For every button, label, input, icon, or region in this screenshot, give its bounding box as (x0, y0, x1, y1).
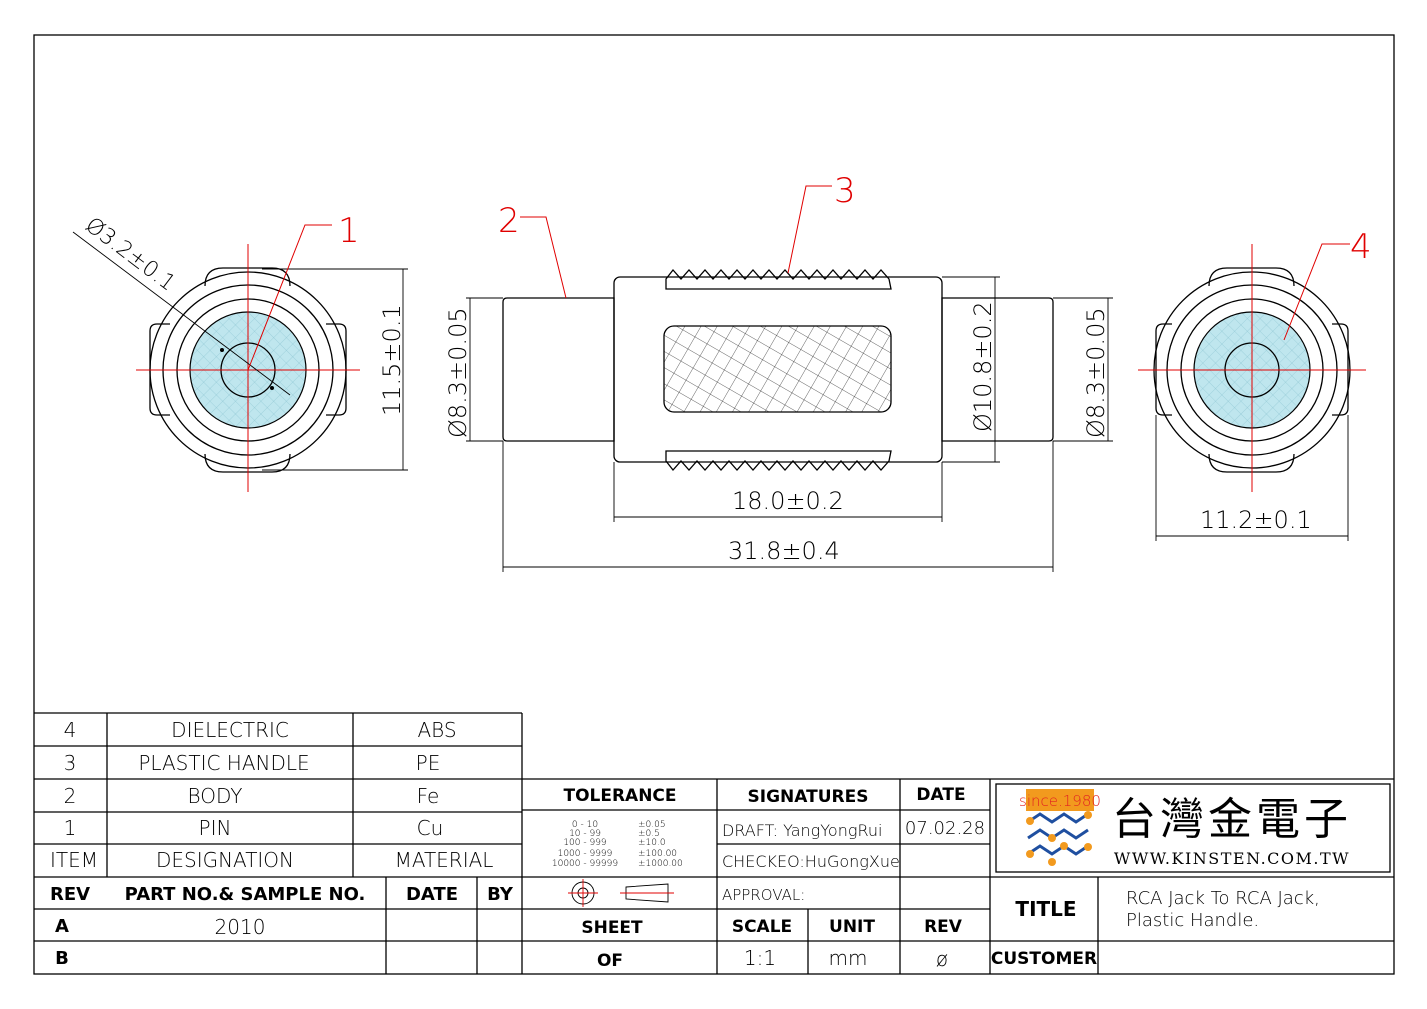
date-header: DATE (406, 884, 458, 905)
dim-pin-diameter: Ø3.2±0.1 (80, 213, 179, 297)
bom-header-item: ITEM (50, 848, 98, 872)
projection-symbol-icon (568, 879, 674, 907)
dim-handle-length: 18.0±0.2 (732, 487, 844, 515)
company-name: 台灣金電子 (1112, 794, 1352, 845)
bom-designation: PIN (199, 816, 232, 840)
dim-body-left-diameter: Ø8.3±0.05 (444, 307, 472, 438)
approval-signature: APPROVAL: (722, 886, 805, 904)
date-label: DATE (916, 785, 965, 805)
title-line-2: Plastic Handle. (1126, 910, 1259, 931)
bom-material: PE (416, 751, 441, 775)
bom-item: 4 (64, 718, 77, 742)
bom-table-lines (34, 712, 1394, 974)
rev-value: ø (936, 947, 948, 971)
bom-item: 1 (64, 816, 77, 840)
dim-body-right-diameter: Ø8.3±0.05 (1082, 307, 1110, 438)
sheet-border (33, 34, 1395, 975)
left-end-view (72, 224, 408, 492)
logo-frame (995, 783, 1391, 873)
bom-designation: DIELECTRIC (171, 718, 289, 742)
unit-value: mm (829, 946, 868, 970)
of-label: OF (597, 951, 623, 971)
by-header: BY (487, 884, 514, 905)
tolerance-range: 10 - 99 (569, 829, 601, 839)
bom-designation: BODY (187, 784, 242, 808)
tolerance-value: ±100.00 (638, 849, 677, 859)
since-badge-text: since.1980 (1019, 792, 1101, 810)
dim-right-width: 11.2±0.1 (1200, 506, 1312, 534)
title-label: TITLE (1015, 897, 1076, 921)
unit-label: UNIT (829, 917, 875, 937)
tolerance-range: 10000 - 99999 (552, 859, 618, 869)
sheet-block: SHEET OF SCALE 1:1 UNIT mm REV ø (581, 917, 962, 971)
bom-rows: 4 DIELECTRIC ABS 3 PLASTIC HANDLE PE 2 B… (50, 718, 493, 872)
company-url: WWW.KINSTEN.COM.TW (1114, 849, 1350, 868)
side-view (466, 185, 1113, 572)
customer-label: CUSTOMER (991, 949, 1097, 969)
rev-header: REV (50, 884, 90, 905)
tolerance-value: ±1000.00 (638, 859, 683, 869)
tolerance-range: 1000 - 9999 (558, 849, 613, 859)
title-block: TITLE RCA Jack To RCA Jack, Plastic Hand… (991, 888, 1320, 969)
bom-header-material: MATERIAL (395, 848, 494, 872)
tolerance-range: 100 - 999 (563, 838, 606, 848)
tolerance-value: ±0.5 (638, 829, 660, 839)
scale-value: 1:1 (744, 946, 776, 970)
tolerance-label: TOLERANCE (563, 786, 676, 806)
circuit-logo-icon (1026, 811, 1092, 866)
callout-2: 2 (498, 201, 520, 241)
company-logo: since.1980 台灣金電子 WWW.KINSTEN.COM.TW (1019, 789, 1352, 868)
bom-header-designation: DESIGNATION (156, 848, 294, 872)
checked-signature: CHECKEO:HuGongXue (722, 852, 900, 871)
draft-signature: DRAFT: YangYongRui (722, 821, 882, 840)
tolerance-block: TOLERANCE 0 - 10 10 - 99 100 - 999 1000 … (552, 786, 683, 907)
bom-designation: PLASTIC HANDLE (138, 751, 309, 775)
rev-a: A (55, 916, 69, 937)
tolerance-value: ±10.0 (638, 838, 666, 848)
revision-table: REV PART NO.& SAMPLE NO. DATE BY A 2010 … (50, 884, 514, 969)
part-header: PART NO.& SAMPLE NO. (125, 884, 366, 905)
dim-total-length: 31.8±0.4 (728, 537, 840, 565)
dim-handle-diameter: Ø10.8±0.2 (969, 301, 997, 432)
tolerance-value: ±0.05 (638, 820, 666, 830)
date-value: 07.02.28 (905, 818, 985, 839)
rev-b: B (55, 948, 69, 969)
scale-label: SCALE (732, 917, 792, 937)
callout-3: 3 (834, 171, 856, 211)
signatures-block: SIGNATURES DRAFT: YangYongRui CHECKEO:Hu… (722, 785, 985, 904)
bom-item: 3 (64, 751, 77, 775)
bom-material: Cu (417, 816, 444, 840)
callout-1: 1 (338, 211, 360, 251)
signatures-label: SIGNATURES (748, 787, 869, 807)
callout-4: 4 (1350, 227, 1372, 267)
sheet-label: SHEET (581, 918, 643, 938)
right-end-view (1138, 243, 1366, 541)
since-badge (1026, 789, 1094, 811)
dim-left-height: 11.5±0.1 (378, 304, 406, 416)
rev-label: REV (924, 917, 963, 937)
bom-item: 2 (64, 784, 77, 808)
title-line-1: RCA Jack To RCA Jack, (1126, 888, 1320, 909)
bom-material: Fe (417, 784, 440, 808)
tolerance-range: 0 - 10 (572, 820, 598, 830)
part-a: 2010 (215, 915, 266, 939)
bom-material: ABS (417, 718, 456, 742)
